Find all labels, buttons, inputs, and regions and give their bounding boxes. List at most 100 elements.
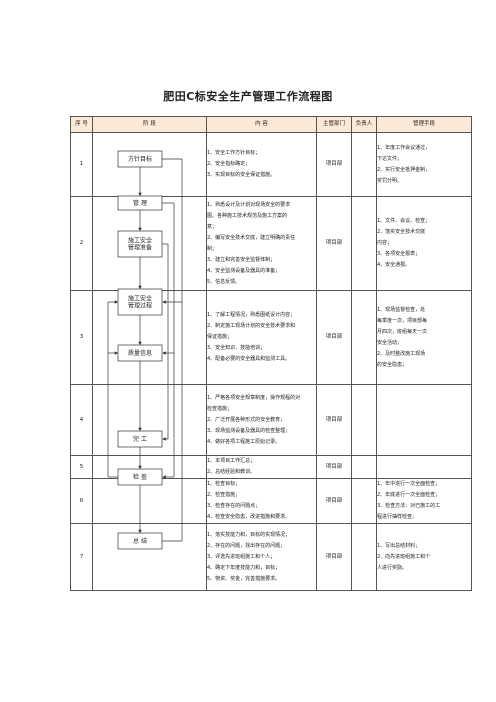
row-seq: 5 [70, 455, 93, 479]
content-line: 4、安全监测设备及器具的准备； [207, 267, 281, 274]
row-resp [351, 523, 377, 591]
row-dept: 项目部 [316, 478, 352, 524]
table-row: 1 1、安全工作方针目标；2、安全指标确定；3、实现目标的安全保证措施。项目部 1、… [70, 132, 472, 197]
manage-line: 奖罚分明。 [377, 177, 403, 184]
table-row: 3 1、了解工程情况，熟悉图纸设计内容； 2、制定施工现场计划的安全技术要求和保证措… [70, 290, 472, 385]
header-seq: 序 号 [70, 116, 93, 133]
row-content: 1、熟悉设计及计划对现场安全的要求图、各种施工技术规范及施工方案的意； 2、编写安… [206, 196, 317, 291]
content-line: 5、物资、奖金，完善措施要求。 [207, 575, 281, 582]
content-line: 4、做好各项工程施工原始记录。 [207, 438, 281, 445]
row-dept: 项目部 [316, 290, 352, 385]
manage-line: 2、及时整改施工现场 [377, 350, 426, 357]
row-content: 1、落实技能力和，目标的实现情况； 2、存在的问题，找出存在的问题； 3、评选先进班… [206, 523, 317, 591]
row-stage [92, 384, 207, 456]
manage-line: 月四次，班组每天一次 [377, 328, 428, 335]
manage-line: 的安全隐患； [377, 361, 408, 368]
manage-line: 下达文件； [377, 155, 403, 162]
content-line: 保证措施； [207, 334, 233, 340]
content-line: 2、广泛开展各种形式的安全教育； [207, 416, 286, 423]
row-resp [351, 478, 377, 524]
manage-line: 安全活动； [377, 339, 403, 346]
content-line: 4、检查安全隐患，改进措施和要求。 [207, 514, 291, 520]
manage-line: 1、文件、会议、检查； [377, 218, 431, 224]
table-row: 5 1、本项目工作汇总； 2、总结经验和教训。 项目部 [70, 455, 472, 479]
manage-line: 1、现场监督检查，处 [377, 306, 426, 313]
row-seq: 3 [70, 290, 93, 385]
content-line: 意； [207, 223, 218, 230]
manage-line: 2、实行安全抵押金制， [377, 166, 431, 173]
manage-line: 1、年中进行一次全面检查； [377, 481, 441, 487]
row-seq: 7 [70, 523, 93, 591]
manage-line: 1、写出总结材料； [377, 542, 421, 549]
row-content: 1、安全工作方针目标；2、安全指标确定；3、实现目标的安全保证措施。 [206, 132, 317, 197]
content-line: 1、本项目工作汇总； [207, 458, 256, 464]
header-stage: 阶 段 [92, 116, 207, 133]
content-line: 图、各种施工技术规范及施工方案的 [207, 212, 288, 219]
row-stage [92, 523, 207, 591]
table-row: 6 1、检查目标； 2、检查措施； 3、检查存在的问题点； 4、检查安全隐患，改进措施和… [70, 478, 472, 524]
row-content: 1、了解工程情况，熟悉图纸设计内容； 2、制定施工现场计划的安全技术要求和保证措施… [206, 290, 317, 385]
row-resp [351, 384, 377, 456]
row-manage: 1、写出总结材料； 2、向先进班组施工和个人进行奖励。 [376, 523, 472, 591]
content-line: 1、熟悉设计及计划对现场安全的要求 [207, 201, 291, 208]
row-stage [92, 196, 207, 291]
row-dept: 项目部 [316, 132, 352, 197]
manage-line: 2、向先进班组施工和个 [377, 553, 431, 560]
row-content: 1、检查目标； 2、检查措施； 3、检查存在的问题点； 4、检查安全隐患，改进措施和要… [206, 478, 317, 524]
row-content: 1、严格各项安全规章制度，操作规程的对检查措施； 2、广泛开展各种形式的安全教育；… [206, 384, 317, 456]
row-dept: 项目部 [316, 523, 352, 591]
row-manage [376, 384, 472, 456]
content-line: 4、配备必要的安全器具和监测工具。 [207, 356, 291, 362]
row-stage [92, 455, 207, 479]
content-line: 3、检查存在的问题点； [207, 503, 261, 509]
row-dept: 项目部 [316, 384, 352, 456]
content-line: 2、总结经验和教训。 [207, 469, 256, 475]
table-row: 2 1、熟悉设计及计划对现场安全的要求图、各种施工技术规范及施工方案的意； 2、编写… [70, 196, 472, 291]
content-line: 1、了解工程情况，熟悉图纸设计内容； [207, 312, 296, 318]
content-line: 3、安全知识、技能培训； [207, 345, 266, 351]
row-resp [351, 455, 377, 479]
row-resp [351, 196, 377, 291]
content-line: 2、制定施工现场计划的安全技术要求和 [207, 323, 296, 329]
content-line: 3、现场监测设备及器具的检查整理； [207, 427, 291, 434]
row-manage: 1、年中进行一次全面检查； 2、年底进行一次全面检查； 3、检查方法：对已施工的工程… [376, 478, 472, 524]
content-line: 制； [207, 245, 218, 252]
content-line: 3、评选先进班组施工和个人； [207, 553, 276, 560]
content-line: 5、信息反馈。 [207, 278, 241, 285]
header-resp: 负责人 [351, 116, 377, 133]
row-resp [351, 290, 377, 385]
row-seq: 1 [70, 132, 93, 197]
row-dept: 项目部 [316, 196, 352, 291]
table-row: 7 1、落实技能力和，目标的实现情况； 2、存在的问题，找出存在的问题； 3、评选先进… [70, 523, 472, 591]
manage-line: 人进行奖励。 [377, 564, 408, 571]
content-line: 1、落实技能力和，目标的实现情况； [207, 531, 291, 538]
row-stage [92, 478, 207, 524]
row-stage [92, 132, 207, 197]
content-line: 3、实现目标的安全保证措施。 [207, 172, 276, 178]
content-line: 1、安全工作方针目标； [207, 150, 261, 156]
content-line: 4、确定下年度技能力和，目标； [207, 564, 281, 571]
manage-line: 程进行抽样检查。 [377, 514, 418, 520]
row-manage: 1、现场监督检查，处每季度一次，项目部每月四次，班组每天一次安全活动； 2、及时整… [376, 290, 472, 385]
manage-line: 内容； [377, 240, 393, 246]
row-stage [92, 290, 207, 385]
row-dept: 项目部 [316, 455, 352, 479]
manage-line: 1、年度工作会议通过， [377, 144, 431, 151]
row-seq: 6 [70, 478, 93, 524]
row-seq: 2 [70, 196, 93, 291]
manage-line: 2、落实安全技术交底 [377, 229, 426, 235]
content-line: 1、严格各项安全规章制度，操作规程的对 [207, 394, 301, 401]
content-line: 2、检查措施； [207, 492, 241, 498]
manage-line: 每季度一次，项目部每 [377, 317, 428, 324]
manage-line: 3、检查方法：对已施工的工 [377, 503, 441, 509]
manage-line: 2、年底进行一次全面检查； [377, 492, 441, 498]
content-line: 1、检查目标； [207, 481, 241, 487]
content-line: 2、存在的问题，找出存在的问题； [207, 542, 286, 549]
header-row: 序 号 阶 段 内 容 主管部门 负责人 管理手段 [70, 116, 472, 133]
content-line: 3、建立和完善安全监督体制； [207, 256, 276, 263]
content-line: 2、编写安全技术交底，建立明确的责任 [207, 234, 296, 241]
content-line: 检查措施； [207, 405, 233, 412]
row-content: 1、本项目工作汇总； 2、总结经验和教训。 [206, 455, 317, 479]
